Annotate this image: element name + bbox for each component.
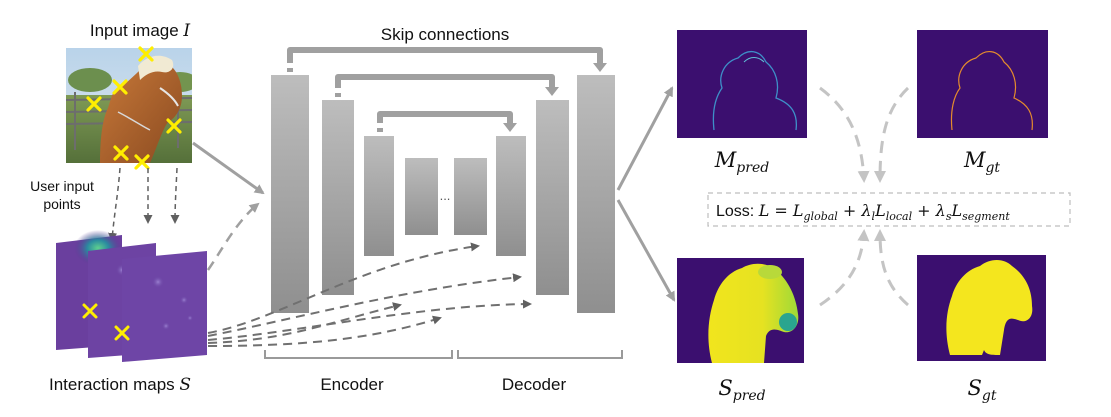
s-pred-label: Spred <box>718 376 765 404</box>
loss-arrows <box>819 86 910 307</box>
input-image-label: Input image I <box>90 21 191 41</box>
decoder-block-1 <box>454 158 487 235</box>
m-gt-map <box>917 30 1048 138</box>
s-gt-map <box>917 255 1046 361</box>
encoder-brace <box>264 350 453 359</box>
input-image <box>66 48 192 163</box>
decoder-block-4 <box>577 75 615 313</box>
skip-connections-label: Skip connections <box>381 25 510 44</box>
skip-arrow-icon <box>503 123 517 132</box>
encoder-block-1 <box>271 75 309 313</box>
click-marker-icon <box>114 325 130 341</box>
click-marker-icon <box>166 118 182 134</box>
ellipsis-label: ... <box>440 188 451 203</box>
interaction-map-injections <box>207 242 532 347</box>
click-marker-icon <box>112 79 128 95</box>
s-gt-label: Sgt <box>968 376 997 404</box>
s-pred-map <box>677 258 804 363</box>
decoder-brace <box>457 350 623 359</box>
m-pred-label: Mpred <box>714 148 769 176</box>
encoder-block-2 <box>322 100 354 295</box>
loss-box <box>707 192 1071 227</box>
decoder-block-3 <box>536 100 569 295</box>
click-marker-icon <box>113 145 129 161</box>
click-marker-icon <box>86 96 102 112</box>
user-input-label-line2: points <box>43 196 80 212</box>
user-click-markers <box>86 46 182 170</box>
user-input-arrows <box>108 167 180 242</box>
interaction-map-front <box>122 251 207 362</box>
skip-arrow-icon <box>593 63 607 72</box>
interaction-maps-stack <box>56 230 207 362</box>
loss-formula: Loss: L = Lglobal + λlLlocal + λsLsegmen… <box>716 201 1010 223</box>
skip-connection-1 <box>287 47 603 72</box>
encoder-block-4 <box>405 158 438 235</box>
click-marker-icon <box>138 46 154 62</box>
click-marker-icon <box>82 303 98 319</box>
interaction-maps-label: Interaction maps S <box>49 375 191 395</box>
encoder-label: Encoder <box>320 375 384 394</box>
skip-arrow-icon <box>545 87 559 96</box>
m-pred-map <box>677 30 807 138</box>
click-marker-icon <box>134 154 150 170</box>
skip-connection-2 <box>335 74 555 97</box>
input-arrows <box>192 141 265 271</box>
unet-blocks <box>271 75 615 313</box>
m-gt-label: Mgt <box>963 148 1000 176</box>
skip-connection-3 <box>377 111 513 132</box>
output-arrows <box>616 86 676 302</box>
encoder-block-3 <box>364 136 394 256</box>
decoder-label: Decoder <box>502 375 567 394</box>
decoder-block-2 <box>496 136 526 256</box>
user-input-label: User input <box>30 178 94 194</box>
